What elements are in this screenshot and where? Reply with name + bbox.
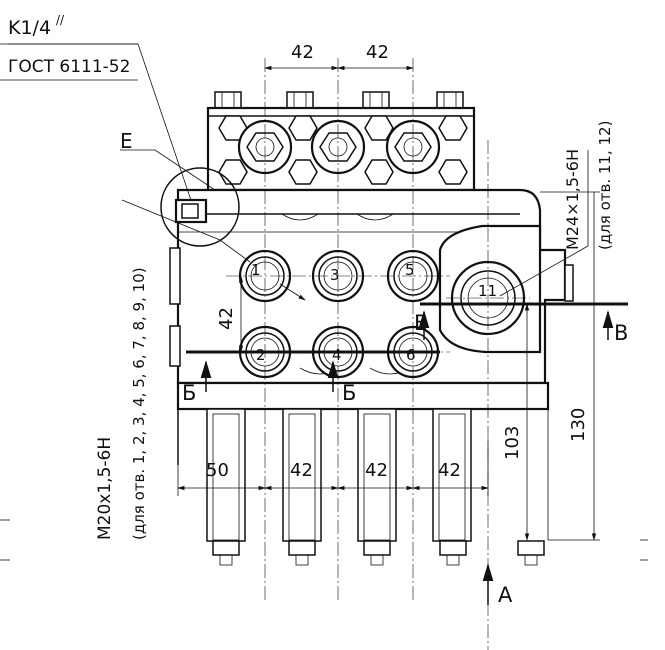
detail-label: E bbox=[120, 129, 133, 153]
section-v-right: В bbox=[614, 321, 628, 345]
section-lines bbox=[186, 302, 628, 605]
section-v-left: В bbox=[414, 311, 428, 335]
port-label-2: 2 bbox=[256, 346, 266, 364]
dim-top-right: 42 bbox=[366, 42, 389, 63]
dim-vertical-ports: 42 bbox=[216, 307, 237, 330]
labels: K1/4 // ГОСТ 6111-52 E 42 42 42 50 42 42… bbox=[8, 13, 628, 607]
thread-taper-mark: // bbox=[56, 13, 65, 27]
top-bolts bbox=[214, 91, 464, 109]
dim-103: 103 bbox=[502, 426, 523, 460]
section-b-center: Б bbox=[342, 381, 356, 405]
section-b-left: Б bbox=[182, 381, 196, 405]
port-label-6: 6 bbox=[406, 346, 416, 364]
dim-bottom-50: 50 bbox=[206, 460, 229, 481]
dim-bottom-42a: 42 bbox=[290, 460, 313, 481]
dim-bottom-42b: 42 bbox=[365, 460, 388, 481]
port-label-11: 11 bbox=[478, 282, 497, 300]
port-label-1: 1 bbox=[251, 261, 261, 279]
top-cap-block bbox=[206, 106, 476, 192]
port-label-4: 4 bbox=[332, 346, 342, 364]
view-a-label: А bbox=[498, 583, 513, 607]
dim-130: 130 bbox=[568, 408, 589, 442]
port-label-3: 3 bbox=[330, 266, 340, 284]
dim-top-left: 42 bbox=[291, 42, 314, 63]
port-label-5: 5 bbox=[405, 261, 415, 279]
spool-sections bbox=[176, 381, 550, 566]
left-thread-note-line1: M20x1,5-6H bbox=[95, 437, 115, 540]
left-thread-note-line2: (для отв. 1, 2, 3, 4, 5, 6, 7, 8, 9, 10) bbox=[130, 267, 148, 540]
thread-size-label: K1/4 bbox=[8, 17, 51, 39]
right-thread-note-line2: (для отв. 11, 12) bbox=[596, 121, 614, 250]
dimension-lines bbox=[0, 43, 648, 561]
dim-bottom-42c: 42 bbox=[438, 460, 461, 481]
thread-standard-label: ГОСТ 6111-52 bbox=[8, 57, 130, 77]
right-thread-note-line1: M24×1,5-6H bbox=[563, 149, 582, 250]
